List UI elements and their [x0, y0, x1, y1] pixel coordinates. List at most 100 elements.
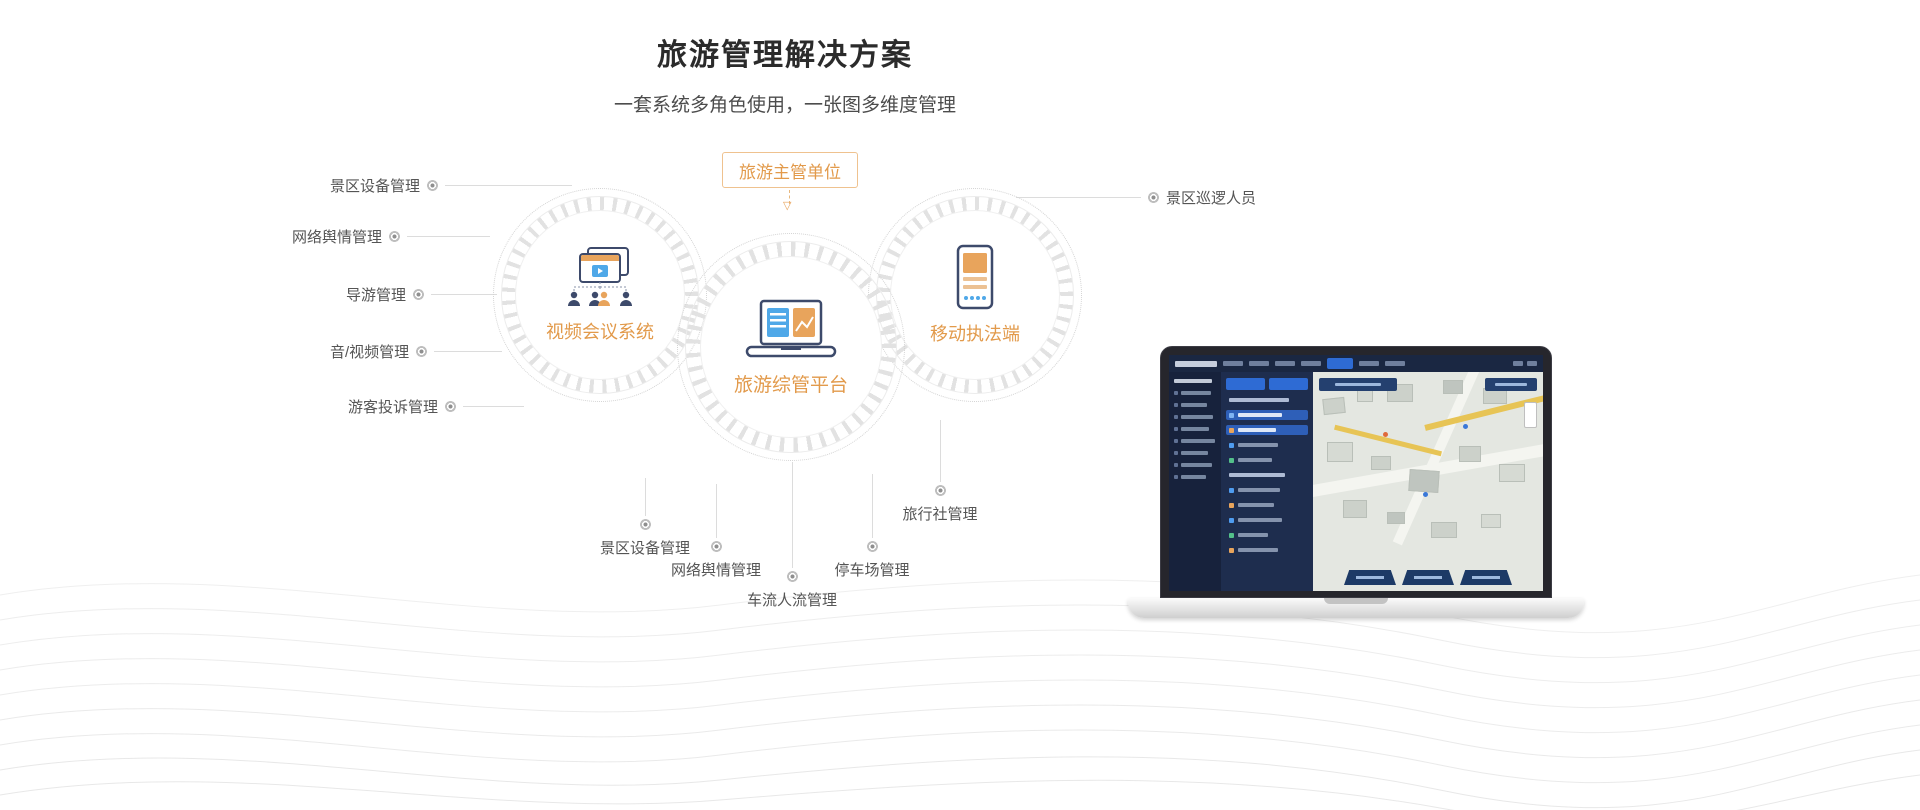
chip-label-bar: [1495, 383, 1527, 386]
panel-row-selected: [1226, 410, 1308, 420]
panel-row: [1226, 455, 1308, 465]
panel-buttons: [1226, 378, 1308, 390]
authority-box: 旅游主管单位: [722, 152, 858, 188]
panel-row: [1226, 485, 1308, 495]
authority-label: 旅游主管单位: [739, 162, 841, 182]
panel-row-selected: [1226, 425, 1308, 435]
sidebar-row: [1174, 475, 1216, 479]
topbar-right-controls: [1513, 361, 1537, 366]
sidebar-icon: [1174, 391, 1178, 395]
panel-row: [1226, 545, 1308, 555]
connector-line: [939, 420, 941, 482]
connector-line: [463, 405, 524, 407]
map-zoom-control: [1524, 402, 1537, 428]
sidebar-header-bar: [1174, 379, 1212, 383]
map-tool-chip: [1485, 378, 1537, 391]
sidebar-row: [1174, 403, 1216, 407]
panel-row-icon: [1229, 457, 1234, 463]
panel-row-bar: [1238, 488, 1280, 492]
connector-dot: [416, 345, 428, 357]
laptop-screen: [1160, 346, 1552, 598]
sidebar-icon: [1174, 415, 1178, 419]
map-building: [1443, 380, 1463, 394]
connector-bottom-3: 车流人流管理: [712, 462, 872, 610]
connector-left-1: 景区设备管理: [330, 175, 572, 195]
node-label-tourism-platform: 旅游综管平台: [733, 374, 848, 396]
laptop-dashboard-icon: [745, 299, 837, 357]
node-mobile-enforcement: 移动执法端: [868, 188, 1082, 402]
panel-row-icon: [1229, 487, 1234, 493]
panel-row-icon: [1229, 412, 1234, 418]
laptop-base: [1128, 598, 1584, 618]
panel-row-icon: [1229, 442, 1234, 448]
node-label-video-conference: 视频会议系统: [546, 322, 654, 342]
dashboard-body: [1169, 372, 1543, 591]
panel-row-bar: [1238, 413, 1282, 417]
connector-bottom-5: 旅行社管理: [860, 420, 1020, 524]
connector-dot: [389, 230, 401, 242]
label-guide-management: 导游管理: [346, 286, 407, 304]
page-subtitle: 一套系统多角色使用，一张图多维度管理: [613, 95, 956, 116]
dashboard-topbar: [1169, 355, 1543, 372]
map-building: [1327, 442, 1353, 462]
panel-header-bar: [1229, 398, 1289, 402]
sidebar-label-bar: [1181, 439, 1215, 443]
connector-line: [871, 474, 873, 538]
connector-dot: [639, 519, 651, 530]
connector-dot: [866, 541, 878, 552]
map-layer-selector: [1319, 378, 1397, 391]
panel-row-bar: [1238, 443, 1278, 447]
map-building: [1499, 464, 1525, 482]
panel-row: [1226, 395, 1308, 405]
dashboard-logo: [1175, 360, 1217, 367]
map-building: [1431, 522, 1457, 538]
connector-bottom-1: 景区设备管理: [565, 478, 725, 558]
node-inner-circle: 视频会议系统: [515, 210, 685, 380]
topbar-control: [1527, 361, 1537, 366]
topbar-menu-item: [1249, 361, 1269, 366]
panel-row-bar: [1238, 458, 1272, 462]
panel-row-bar: [1238, 428, 1276, 432]
map-marker: [1383, 432, 1388, 437]
sidebar-label-bar: [1181, 391, 1211, 395]
label-patrol-staff: 景区巡逻人员: [1165, 189, 1256, 207]
sidebar-row: [1174, 451, 1216, 455]
sidebar-icon: [1174, 439, 1178, 443]
label-network-opinion-bottom: 网络舆情管理: [670, 562, 761, 579]
label-network-opinion: 网络舆情管理: [292, 228, 383, 246]
map-building: [1387, 512, 1405, 524]
sidebar-row: [1174, 427, 1216, 431]
panel-button: [1226, 378, 1265, 390]
connector-left-5: 游客投诉管理: [348, 396, 524, 416]
dashed-connector: [789, 190, 790, 204]
background-waves-decoration: [0, 574, 1920, 810]
mobile-device-icon: [956, 244, 994, 310]
sidebar-icon: [1174, 427, 1178, 431]
sidebar-row: [1174, 415, 1216, 419]
sidebar-icon: [1174, 475, 1178, 479]
label-parking-management: 停车场管理: [834, 562, 910, 579]
laptop-base-notch: [1324, 598, 1388, 604]
tab-label-bar: [1414, 576, 1442, 579]
node-label-mobile-enforcement: 移动执法端: [930, 324, 1020, 344]
map-marker: [1463, 424, 1468, 429]
label-traffic-flow: 车流人流管理: [746, 592, 837, 609]
map-building: [1459, 446, 1481, 462]
panel-row: [1226, 515, 1308, 525]
map-bottom-tabs: [1344, 570, 1512, 585]
map-building: [1371, 456, 1391, 470]
topbar-menu-item: [1359, 361, 1379, 366]
connector-line: [445, 184, 572, 186]
video-conference-icon: [568, 247, 632, 306]
sidebar-icon: [1174, 451, 1178, 455]
tab-label-bar: [1472, 576, 1500, 579]
dashboard-list-panel: [1221, 372, 1313, 591]
panel-row-icon: [1229, 427, 1234, 433]
connector-line: [1016, 196, 1141, 198]
connector-dot: [934, 485, 946, 496]
connector-right-1: 景区巡逻人员: [1016, 187, 1256, 207]
map-tab: [1344, 570, 1396, 585]
connector-dot: [1147, 191, 1159, 203]
sidebar-label-bar: [1181, 451, 1208, 455]
